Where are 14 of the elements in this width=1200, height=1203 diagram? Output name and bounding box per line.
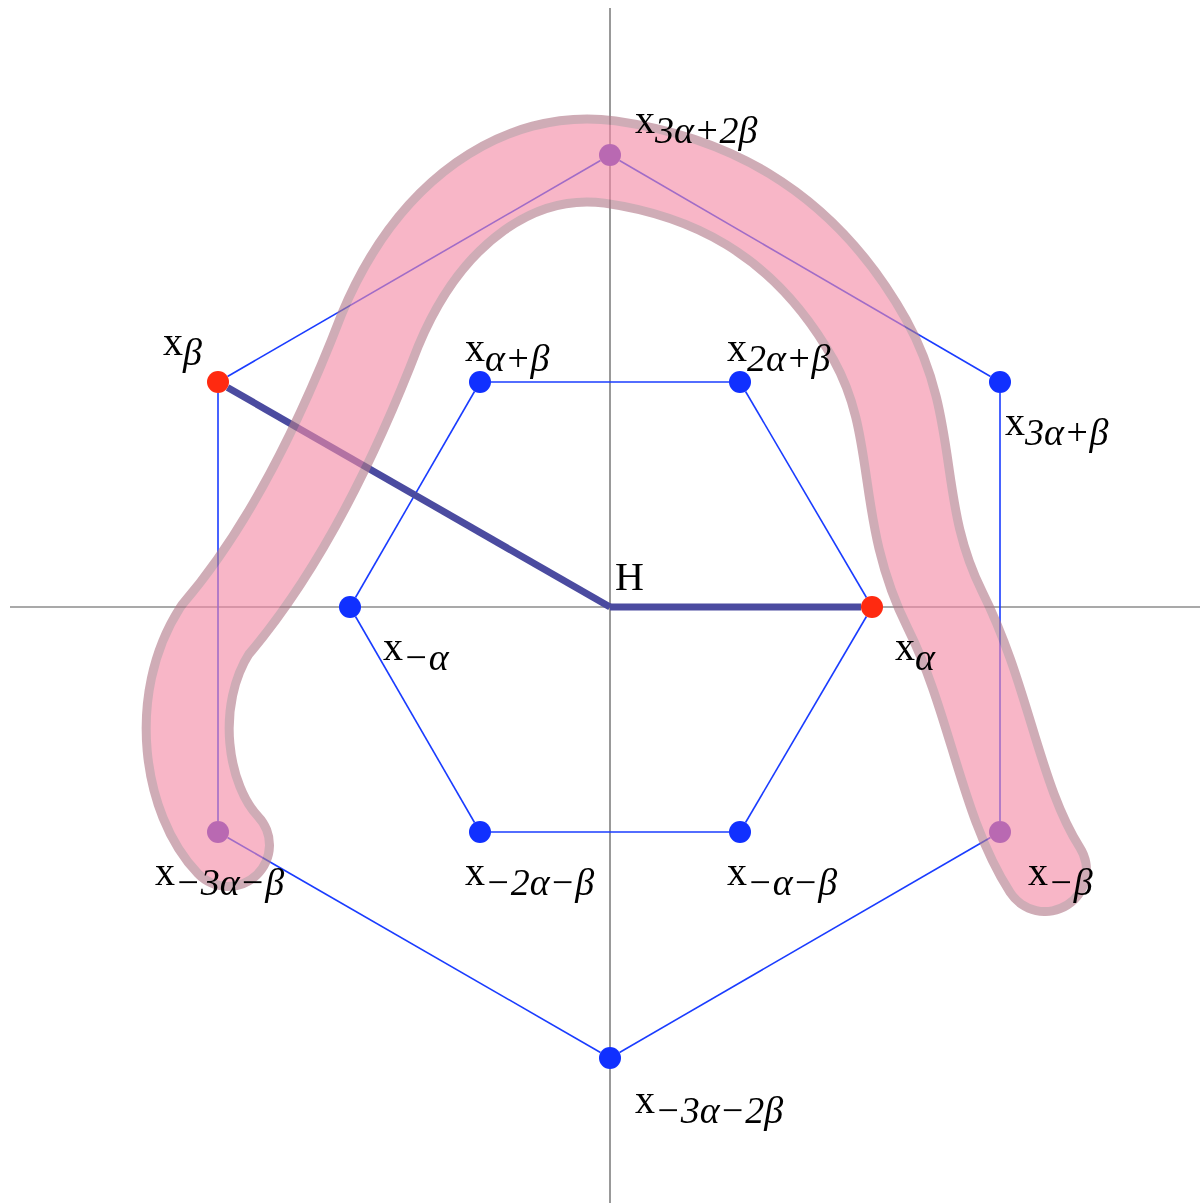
connector-line — [354, 615, 476, 824]
connector-line — [744, 390, 868, 599]
thick-line — [225, 384, 612, 611]
connector-line — [490, 381, 730, 383]
connector-line — [618, 159, 992, 378]
connector-line — [226, 836, 602, 1054]
connector-line — [618, 836, 992, 1054]
connector-line — [226, 159, 602, 378]
connector-line — [744, 615, 868, 824]
origin-label: H — [615, 557, 644, 597]
connector-line — [217, 392, 219, 822]
connector-line — [354, 390, 476, 599]
connector-line — [999, 392, 1001, 822]
connector-line — [490, 831, 730, 833]
